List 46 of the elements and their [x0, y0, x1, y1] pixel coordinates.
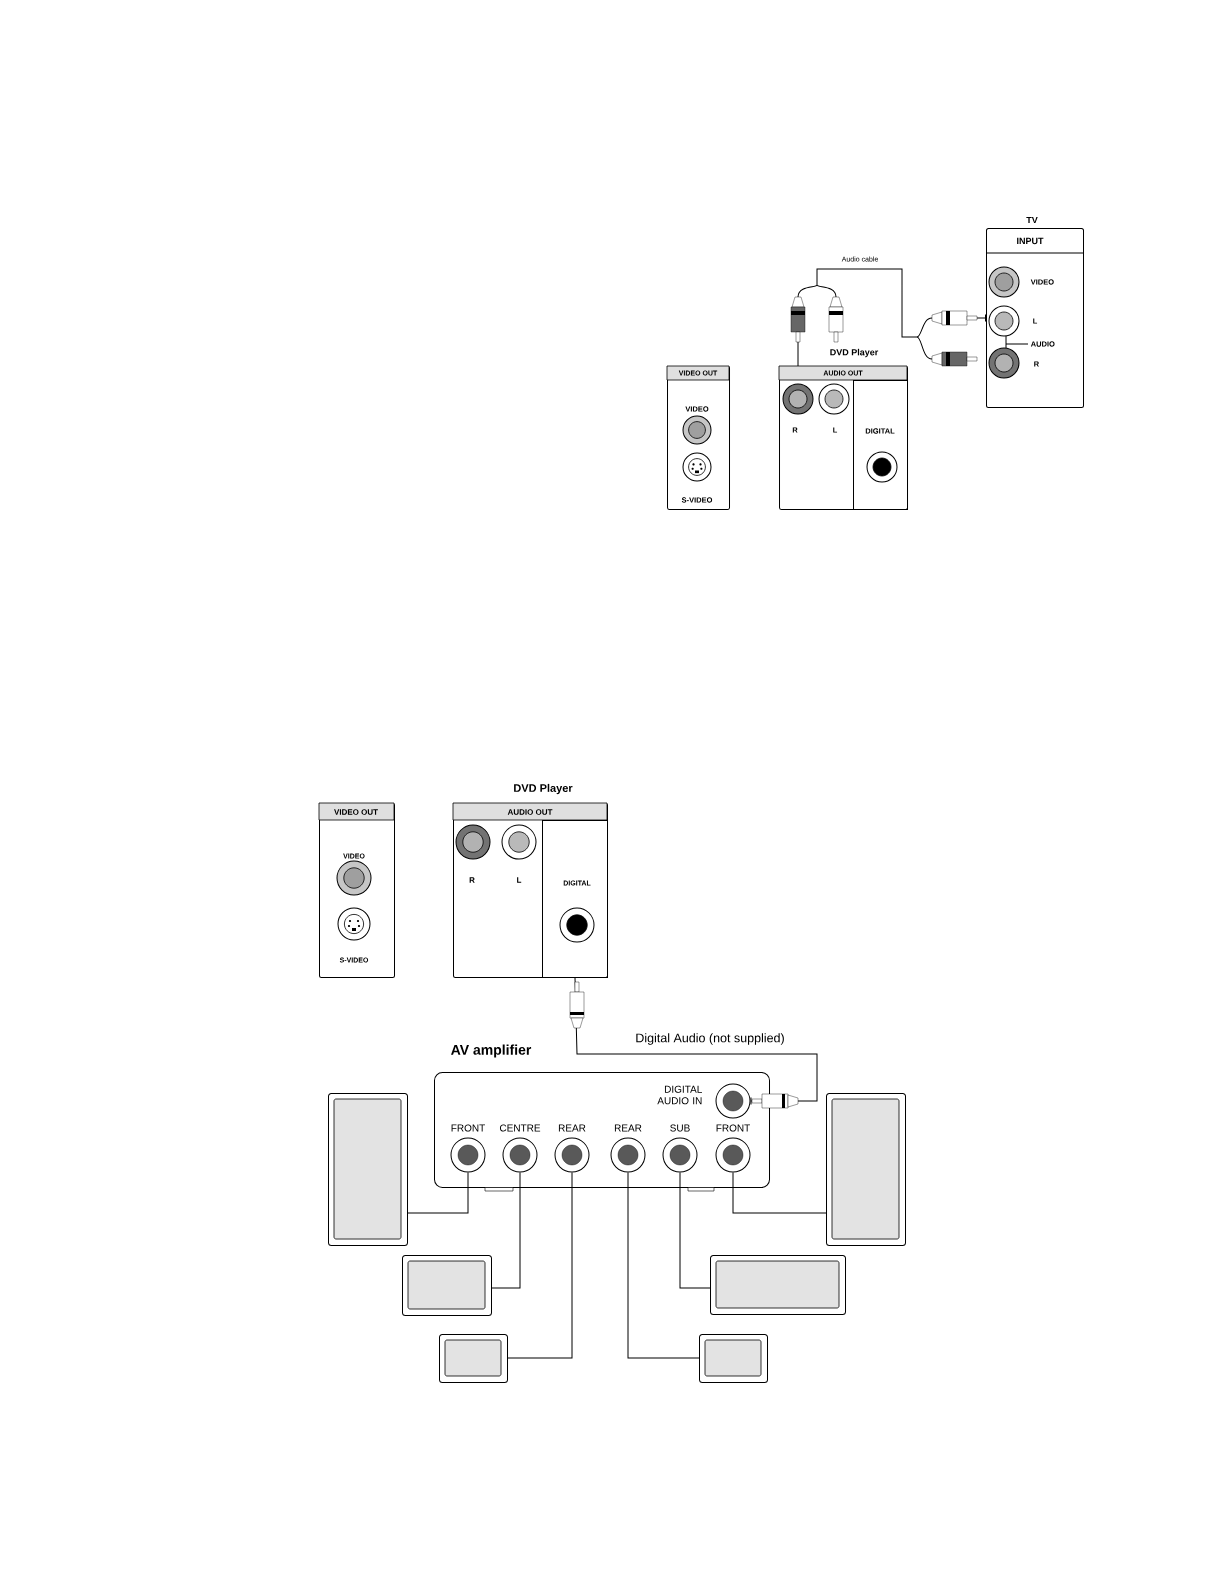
connector-panel — [452, 802, 608, 978]
cable — [790, 268, 986, 367]
speaker-drawing — [328, 1093, 408, 1246]
cable — [627, 1172, 700, 1359]
jack-label: SUB — [670, 1124, 690, 1132]
connector-panel — [778, 365, 908, 510]
jack-label: L — [517, 877, 522, 883]
speaker-drawing — [826, 1093, 906, 1246]
amplifier-drawing — [434, 1072, 770, 1192]
panel-heading: VIDEO OUT — [334, 809, 378, 815]
jack-icon — [554, 1137, 590, 1173]
jack-icon — [610, 1137, 646, 1173]
device-title: DVD Player — [830, 348, 879, 358]
jack-icon — [715, 1137, 751, 1173]
jack-label: REAR — [558, 1124, 586, 1132]
jack-label: DIGITAL AUDIO IN — [657, 1085, 702, 1105]
jack-label: R — [469, 877, 475, 883]
jack-label: FRONT — [716, 1124, 750, 1132]
speaker-drawing — [402, 1255, 492, 1316]
jack-icon — [502, 1137, 538, 1173]
connector-panel — [985, 228, 1084, 408]
device-title: TV — [1026, 216, 1038, 224]
cable — [732, 1172, 827, 1214]
panel-section — [853, 380, 908, 510]
connector-panel — [318, 802, 395, 978]
jack-icon — [450, 1137, 486, 1173]
speaker-drawing — [439, 1334, 508, 1383]
jack-label: CENTRE — [499, 1124, 541, 1132]
speaker-drawing — [699, 1334, 768, 1383]
cable — [679, 1172, 711, 1289]
cable — [407, 1172, 469, 1214]
cable — [569, 977, 818, 1109]
device-title: AV amplifier — [451, 1044, 532, 1058]
connector-panel — [666, 365, 730, 510]
jack-label: FRONT — [451, 1124, 485, 1132]
jack-icon — [715, 1083, 751, 1119]
edge-label: Digital Audio (not supplied) — [636, 1033, 784, 1045]
jack-icon — [662, 1137, 698, 1173]
jack-label: REAR — [614, 1124, 642, 1132]
cable — [491, 1172, 521, 1289]
panel-heading: INPUT — [1017, 237, 1044, 245]
device-title: DVD Player — [514, 783, 573, 795]
cable — [507, 1172, 573, 1359]
panel-section — [542, 820, 608, 978]
speaker-drawing — [710, 1255, 846, 1315]
panel-heading: AUDIO OUT — [507, 809, 553, 815]
